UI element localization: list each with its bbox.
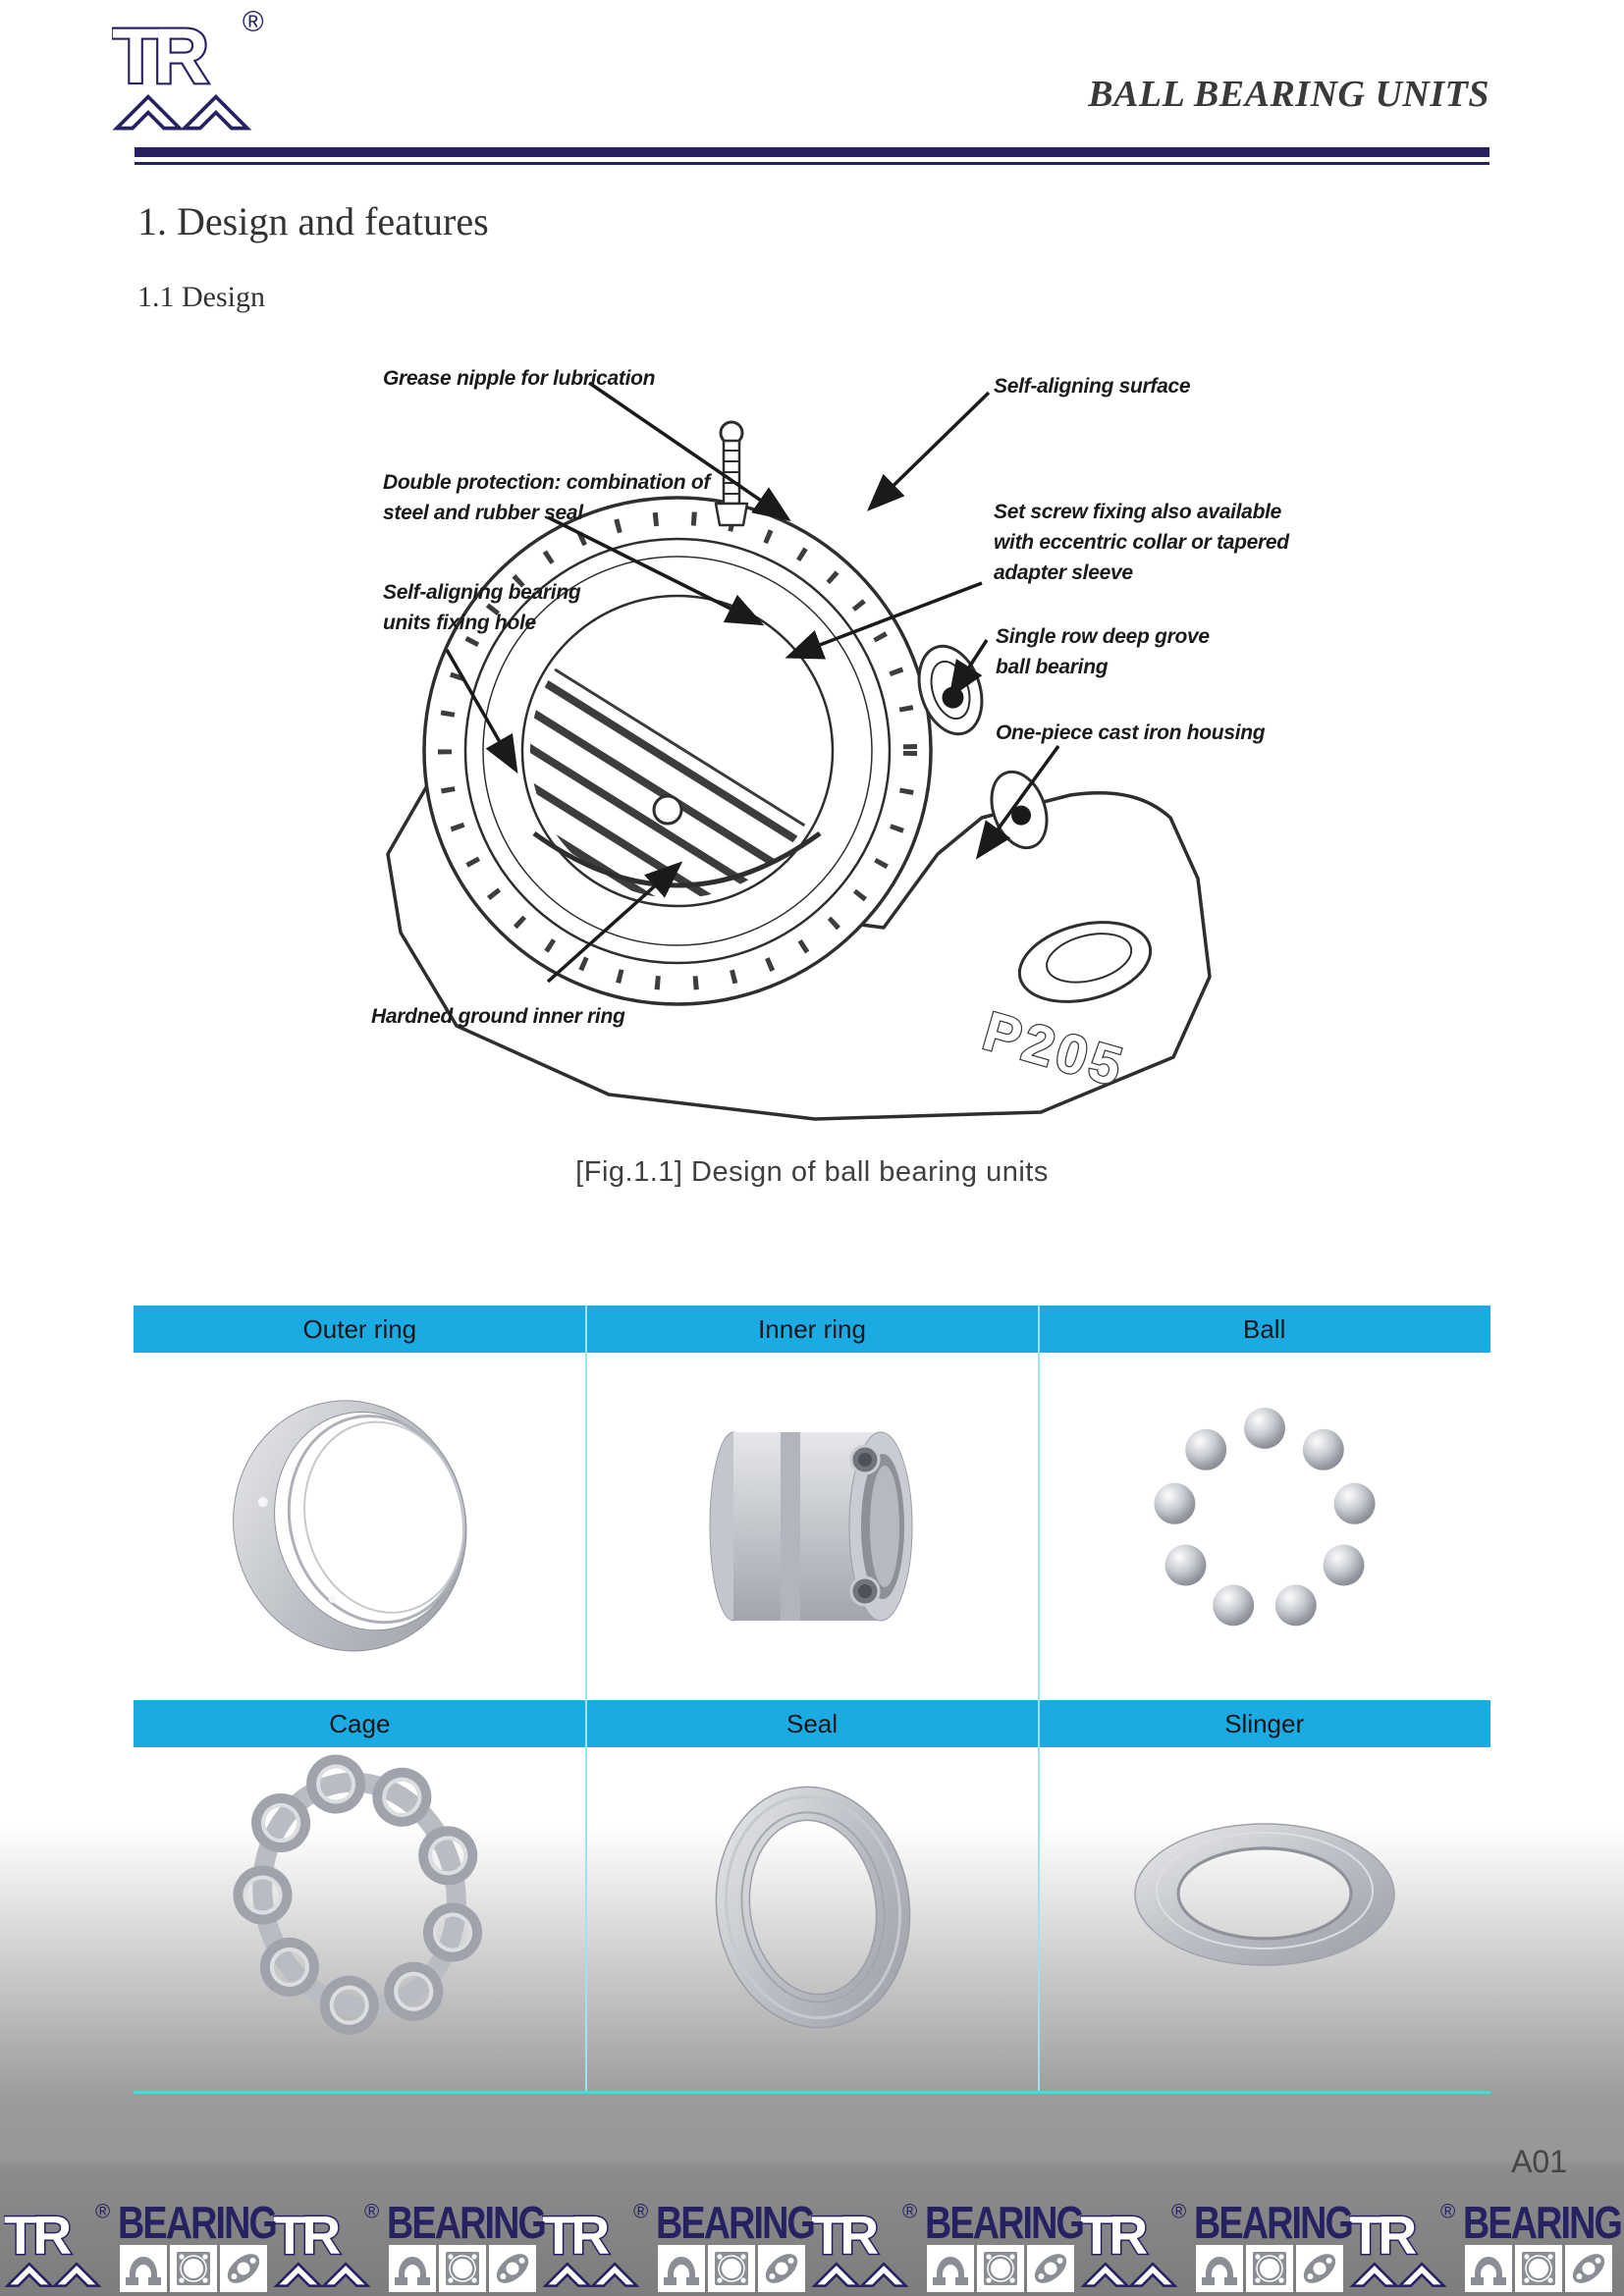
table-bottom-border [134,2091,1490,2094]
tr-logo-small [1349,2201,1459,2293]
inner-ring-hole [652,794,683,826]
callout-inner-ring: Hardned ground inner ring [371,1005,625,1028]
bearing-type-icons [389,2245,559,2292]
bearing-type-icons [1465,2245,1624,2292]
square-flange-icon [977,2245,1024,2292]
bearing-type-icons [120,2245,290,2292]
table-divider-1 [585,1306,587,2093]
tr-logo-small [542,2201,652,2293]
pillow-block-icon [658,2245,705,2292]
footer-brand-unit: BEARING [273,2197,547,2295]
square-flange-icon [439,2245,486,2292]
grease-nipple-drawing [714,420,749,527]
slinger-image [1134,1823,1395,1966]
square-flange-icon [170,2245,217,2292]
tr-logo-small [811,2201,921,2293]
bore-opening [520,594,835,908]
col-header-inner-ring: Inner ring [585,1306,1039,1353]
bearing-wordmark: BEARING [118,2197,278,2249]
callout-housing: One-piece cast iron housing [996,721,1266,744]
oval-flange-icon [758,2245,805,2292]
pillow-block-diagram: P205 [386,381,1212,1121]
table-divider-2 [1038,1306,1040,2093]
callout-fixing-hole: Self-aligning bearing units fixing hole [383,581,581,634]
oval-flange-icon [1027,2245,1074,2292]
seal-image [715,1786,911,2029]
callout-arrows [445,381,1060,984]
figure-caption: [Fig.1.1] Design of ball bearing units [575,1156,1049,1188]
footer-brand-unit: BEARING [4,2197,278,2295]
outer-ring-image [233,1400,467,1652]
page-number: A01 [1511,2144,1567,2179]
set-screw-holes [849,1444,881,1607]
square-flange-icon [708,2245,755,2292]
square-flange-icon [1246,2245,1293,2292]
footer-brand-unit: BEARING [811,2197,1085,2295]
col-header-cage: Cage [134,1700,586,1747]
bearing-wordmark: BEARING [925,2197,1085,2249]
oval-flange-icon [1565,2245,1612,2292]
section-heading: 1. Design and features [137,199,489,243]
seal-hatch-band [438,511,917,990]
header-rule-thin [135,162,1489,165]
callout-double-protection: Double protection: combination of steel … [383,471,711,524]
col-header-ball: Ball [1038,1306,1491,1353]
col-header-seal: Seal [585,1700,1039,1747]
bearing-wordmark: BEARING [1463,2197,1623,2249]
inner-ring-image [709,1431,913,1622]
tr-logo [112,10,269,135]
pillow-block-icon [927,2245,974,2292]
parts-table-header-row-1: Outer ring Inner ring Ball [134,1306,1491,1353]
right-fixing-hole [1017,921,1153,1003]
ball-image [1154,1408,1376,1627]
bearing-wordmark: BEARING [387,2197,547,2249]
cage-image [233,1754,482,2035]
oval-flange-icon [1296,2245,1343,2292]
header-rule-thick [135,147,1489,157]
callout-ball-bearing: Single row deep grove ball bearing [996,625,1210,678]
pillow-block-icon [1465,2245,1512,2292]
callout-set-screw: Set screw fixing also available with ecc… [994,501,1289,584]
square-flange-icon [1515,2245,1562,2292]
document-title: BALL BEARING UNITS [1088,74,1489,115]
bearing-type-icons [1196,2245,1366,2292]
tr-logo-small [1080,2201,1190,2293]
oval-flange-icon [489,2245,536,2292]
bearing-type-icons [658,2245,828,2292]
bearing-wordmark: BEARING [656,2197,816,2249]
callout-grease-nipple: Grease nipple for lubrication [383,367,656,390]
footer-logos: BEARING [4,2197,1623,2295]
subsection-heading: 1.1 Design [137,281,265,313]
footer-brand-unit: BEARING [542,2197,816,2295]
footer-brand-unit: BEARING [1349,2197,1623,2295]
pillow-block-icon [120,2245,167,2292]
col-header-slinger: Slinger [1038,1700,1491,1747]
callout-self-aligning-surface: Self-aligning surface [994,375,1191,398]
pillow-block-icon [389,2245,436,2292]
col-header-outer-ring: Outer ring [134,1306,586,1353]
parts-table-header-row-2: Cage Seal Slinger [134,1700,1491,1747]
oval-flange-icon [220,2245,267,2292]
footer-brand-unit: BEARING [1080,2197,1354,2295]
bearing-wordmark: BEARING [1194,2197,1354,2249]
bearing-type-icons [927,2245,1097,2292]
pillow-block-icon [1196,2245,1243,2292]
tr-logo-small [4,2201,114,2293]
tr-logo-small [273,2201,383,2293]
